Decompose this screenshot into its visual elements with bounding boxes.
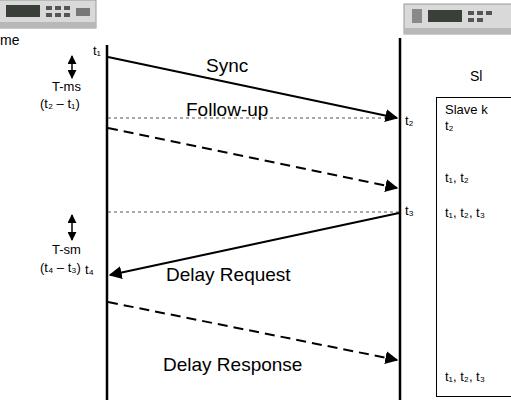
timestamp-label: t₂ [405, 114, 414, 129]
slave-device [404, 4, 511, 34]
timestamp-list: t₁, t₂, t₃ [445, 206, 485, 221]
reference-line [108, 212, 399, 213]
device-button [55, 13, 61, 17]
timestamp-label: t₁ [93, 44, 101, 59]
follow-up-message [108, 128, 397, 188]
device-button [55, 6, 61, 10]
message-label: Delay Request [166, 264, 291, 286]
device-body [404, 4, 511, 34]
device-display [428, 10, 462, 22]
device-button [468, 11, 474, 15]
delay-response-message [108, 302, 397, 360]
timestamp-list: t₁, t₂ [445, 171, 469, 186]
device-button [76, 8, 90, 16]
device-button [64, 13, 70, 17]
message-label: Delay Response [163, 354, 302, 376]
slave-timeline [399, 38, 402, 400]
device-button [468, 18, 474, 22]
device-body [0, 0, 96, 28]
timestamp-label: t₃ [405, 204, 414, 219]
interval-label: T-sm [52, 243, 81, 258]
timestamp-label: t₄ [85, 263, 94, 278]
master-device [0, 0, 96, 28]
device-button [64, 6, 70, 10]
device-label: me [0, 32, 19, 48]
interval-formula: (t₂ – t₁) [40, 97, 80, 112]
timestamp-list: t₂ [445, 119, 454, 134]
device-base [404, 28, 511, 34]
device-button [46, 6, 52, 10]
interval-formula: (t₄ – t₃) [40, 261, 81, 276]
device-display [6, 5, 40, 17]
box-heading: Slave k [445, 103, 488, 118]
interval-arrow [71, 215, 73, 240]
timestamp-list: t₁, t₂, t₃ [445, 370, 485, 385]
knowledge-box: Slave kt₂ t₁, t₂ t₁, t₂, t₃ t₁, t₂, t₃ [436, 97, 511, 397]
master-timeline [106, 45, 109, 400]
device-button [486, 11, 492, 15]
interval-arrow [71, 56, 73, 78]
device-handle [412, 9, 422, 23]
message-label: Follow-up [186, 99, 268, 121]
device-base [0, 22, 96, 28]
message-label: Sync [206, 55, 248, 77]
device-button [477, 11, 483, 15]
interval-label: T-ms [52, 80, 81, 95]
device-button [477, 18, 483, 22]
device-label: Sl [470, 68, 482, 84]
device-button [46, 13, 52, 17]
